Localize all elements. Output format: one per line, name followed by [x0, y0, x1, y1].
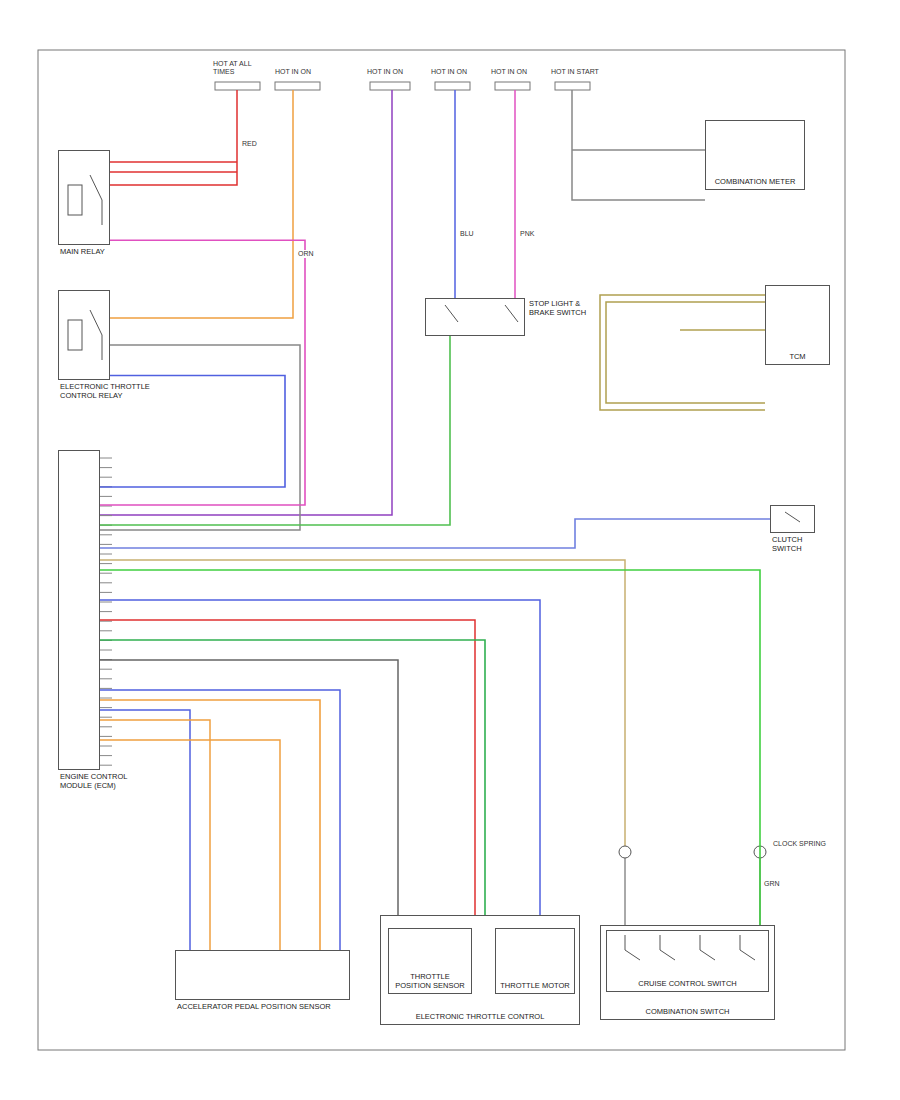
pin-stub [100, 515, 112, 516]
pin-stub [100, 746, 112, 747]
relay-box: MAIN RELAY [58, 150, 110, 245]
wire-label: HOT IN ON [430, 68, 468, 76]
switch-contacts [445, 305, 800, 960]
wire-label: HOT IN ON [366, 68, 404, 76]
meter-box: COMBINATION METER [705, 120, 805, 190]
pin-stub [100, 573, 112, 574]
wire-label: ORN [297, 250, 315, 258]
node-label: ACCELERATOR PEDAL POSITION SENSOR [176, 1002, 353, 1011]
wire-label: RED [241, 140, 258, 148]
wire-label: HOT AT ALL TIMES [212, 60, 274, 76]
pin-stub [100, 534, 112, 535]
pin-stub [100, 707, 112, 708]
pin-stub [100, 736, 112, 737]
node-label: COMBINATION METER [709, 177, 801, 186]
switch-box: STOP LIGHT & BRAKE SWITCH [425, 298, 525, 336]
ecm-pin-stubs [100, 458, 112, 765]
wire-connector [100, 700, 320, 950]
tcm-box: TCM [765, 285, 830, 365]
pin-stub [100, 563, 112, 564]
wire-label: BLU [459, 230, 475, 238]
wire-label: GRN [763, 880, 781, 888]
node-label: MAIN RELAY [59, 247, 141, 256]
sensor-box: ACCELERATOR PEDAL POSITION SENSOR [175, 950, 350, 1000]
wire-connector [100, 519, 770, 548]
wire-label: HOT IN ON [274, 68, 312, 76]
power-wires [100, 90, 705, 530]
pin-stub [100, 467, 112, 468]
wire-connector [100, 640, 485, 915]
switch-assembly: COMBINATION SWITCH CRUISE CONTROL SWITCH [600, 925, 775, 1020]
frame [38, 50, 845, 1050]
pin-stub [100, 650, 112, 651]
tcm-harness [600, 295, 765, 410]
wire-label: PNK [519, 230, 535, 238]
node-label: ELECTRONIC THROTTLE CONTROL RELAY [59, 382, 151, 400]
switch-box: CLUTCH SWITCH [770, 505, 815, 533]
pin-stub [100, 669, 112, 670]
pin-stub [100, 726, 112, 727]
node-label: TCM [769, 352, 826, 361]
wire-connector [100, 570, 760, 925]
switch-box: CRUISE CONTROL SWITCH [606, 930, 769, 992]
wire-label: HOT IN START [550, 68, 600, 76]
pin-stub [100, 554, 112, 555]
relay-symbols [68, 175, 102, 360]
pin-stub [100, 698, 112, 699]
ecm-connector: ENGINE CONTROL MODULE (ECM) [58, 450, 100, 770]
node-label: STOP LIGHT & BRAKE SWITCH [528, 299, 592, 317]
pin-stub [100, 592, 112, 593]
wire-connector [100, 240, 305, 505]
pin-stub [100, 544, 112, 545]
motor-box: THROTTLE MOTOR [495, 928, 575, 994]
pin-stub [100, 630, 112, 631]
sensor-box: THROTTLE POSITION SENSOR [388, 928, 472, 994]
pin-stub [100, 458, 112, 459]
pin-stub [100, 582, 112, 583]
pin-stub [100, 717, 112, 718]
pin-stub [100, 477, 112, 478]
sensor-wires [100, 560, 625, 950]
node-label: CRUISE CONTROL SWITCH [610, 979, 765, 988]
node-label: ENGINE CONTROL MODULE (ECM) [59, 772, 151, 790]
node-label: COMBINATION SWITCH [604, 1007, 771, 1016]
node-label: CLUTCH SWITCH [771, 535, 833, 553]
pin-stub [100, 602, 112, 603]
pin-stub [100, 688, 112, 689]
throttle-box: ELECTRONIC THROTTLE CONTROL THROTTLE POSI… [380, 915, 580, 1025]
pin-stub [100, 496, 112, 497]
relay-box: ELECTRONIC THROTTLE CONTROL RELAY [58, 290, 110, 380]
wire-label: CLOCK SPRING [772, 840, 827, 848]
node-label: THROTTLE POSITION SENSOR [392, 972, 468, 990]
node-label: ELECTRONIC THROTTLE CONTROL [384, 1012, 576, 1021]
node-label: THROTTLE MOTOR [499, 981, 571, 990]
fuse-blocks [215, 82, 590, 90]
pin-stub [100, 755, 112, 756]
pin-stub [100, 621, 112, 622]
clock-spring-symbols [619, 846, 766, 925]
wire-label: HOT IN ON [490, 68, 528, 76]
wire-connector [100, 336, 450, 525]
pin-stub [100, 678, 112, 679]
pin-stub [100, 765, 112, 766]
pin-stub [100, 611, 112, 612]
